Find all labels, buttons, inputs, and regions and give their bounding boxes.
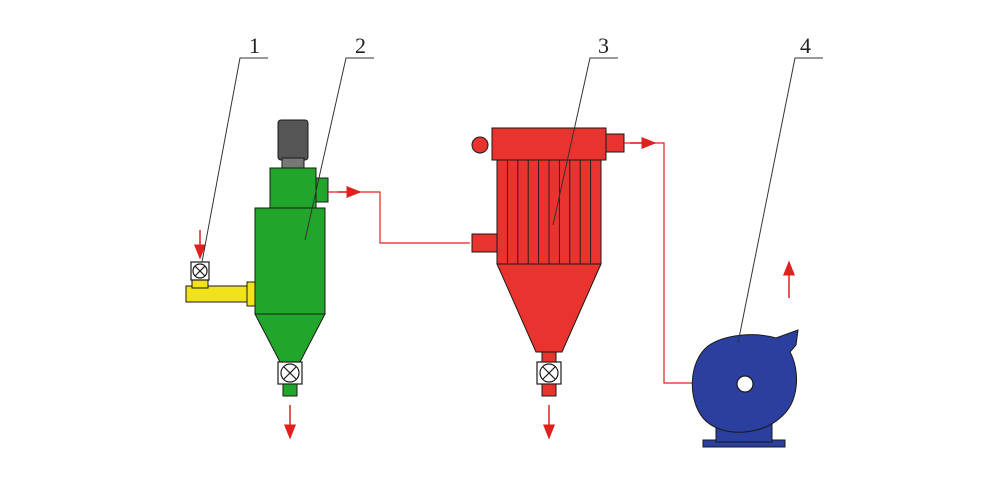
leader-line-4 <box>737 57 823 344</box>
flow-line-mill-to-collector <box>328 191 470 244</box>
bag-filter-collector <box>471 127 625 440</box>
fan-inlet-icon <box>736 375 754 393</box>
label-2: 2 <box>355 33 366 58</box>
mill-discharge-spout <box>282 383 298 397</box>
feeder-flange <box>246 281 256 307</box>
callout-1: 1 <box>201 33 268 263</box>
motor-icon <box>277 119 309 161</box>
mill <box>254 119 329 440</box>
collector-hopper <box>496 263 602 353</box>
leader-line-3 <box>552 57 618 226</box>
leader-line-2 <box>304 57 374 241</box>
collector-discharge-spout <box>541 383 557 397</box>
callout-3: 3 <box>552 33 618 226</box>
pulse-header-icon <box>471 136 489 154</box>
callout-2: 2 <box>304 33 374 241</box>
collector-top-chamber <box>491 127 607 161</box>
label-1: 1 <box>249 33 260 58</box>
mill-upper-body <box>269 167 317 209</box>
rotary-valve-icon <box>190 261 210 281</box>
filter-bags <box>506 160 592 264</box>
collector-inlet-flange <box>471 233 498 253</box>
collector-valve-neck <box>541 351 557 363</box>
callout-4: 4 <box>737 33 823 344</box>
leader-line-1 <box>201 57 268 263</box>
collector-outlet-flange <box>605 133 625 153</box>
feeder-assembly <box>185 230 256 307</box>
label-4: 4 <box>800 33 811 58</box>
rotary-valve-icon <box>536 361 562 385</box>
mill-main-body <box>254 207 326 315</box>
rotary-valve-icon <box>277 361 303 385</box>
motor-base <box>281 157 305 169</box>
label-3: 3 <box>598 33 609 58</box>
mill-cone <box>254 313 326 363</box>
centrifugal-fan <box>691 260 799 448</box>
